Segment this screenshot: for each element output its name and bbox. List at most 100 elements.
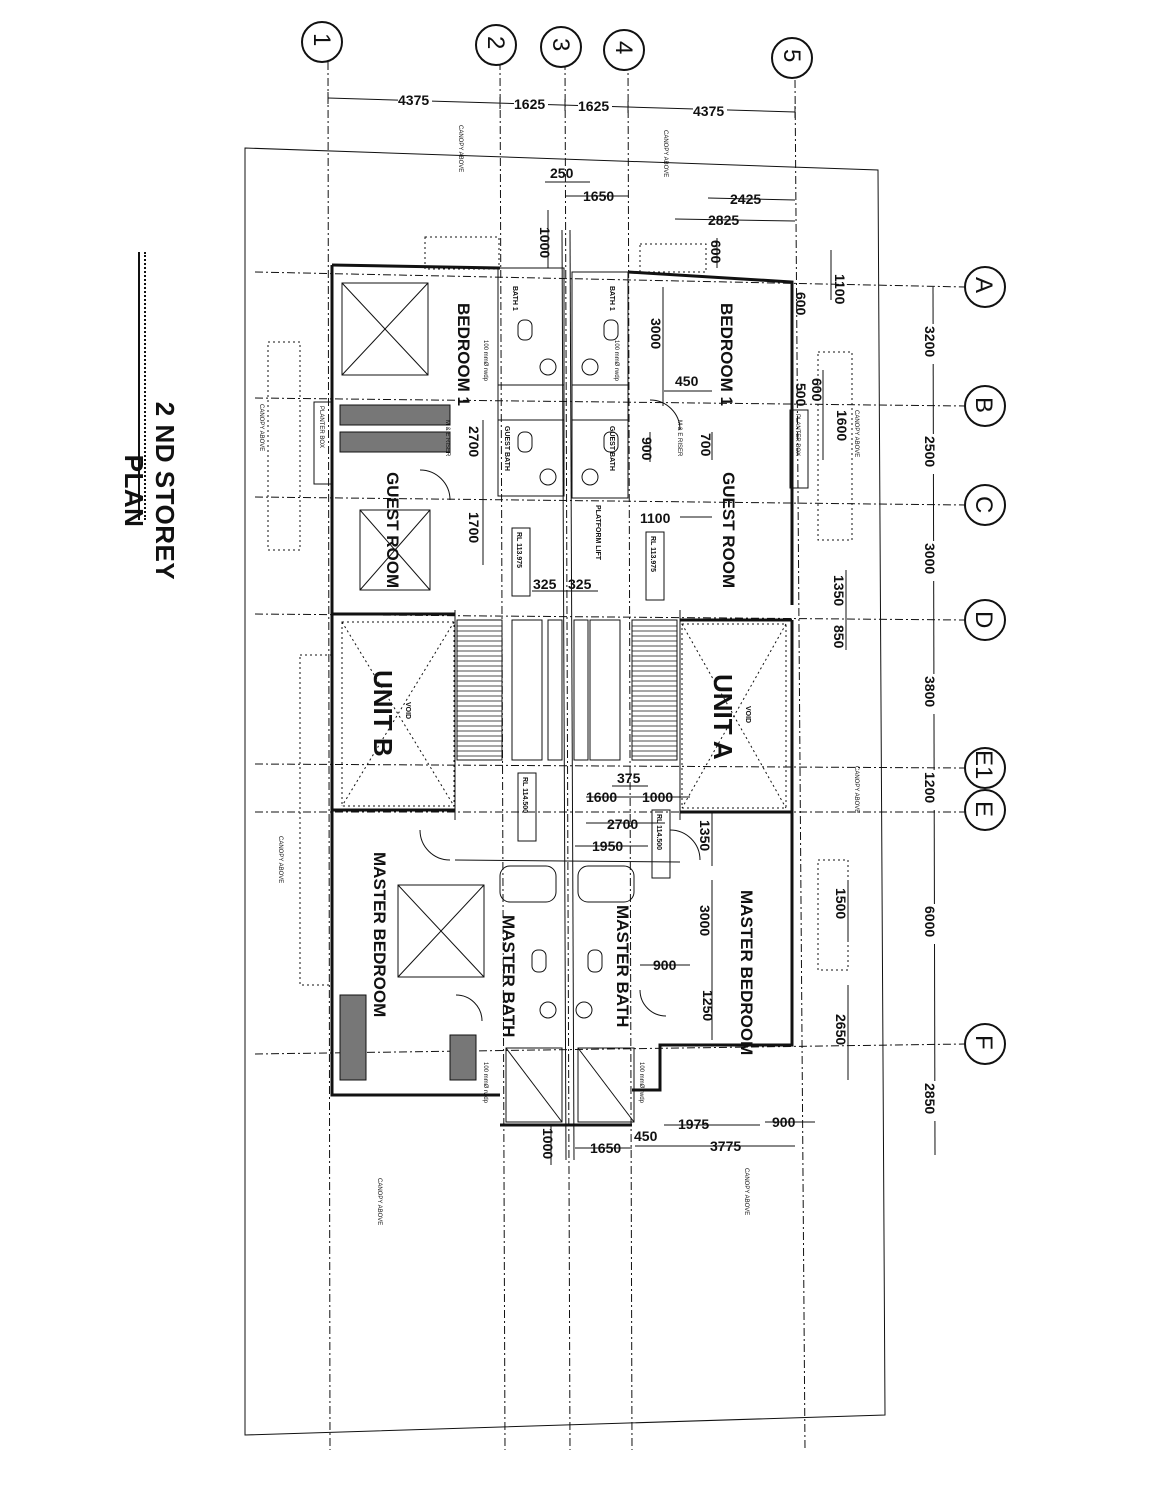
- svg-text:3000: 3000: [697, 905, 713, 936]
- svg-text:3800: 3800: [922, 676, 938, 707]
- label-void-unit-b: VOID: [404, 702, 411, 719]
- svg-text:600: 600: [809, 378, 825, 402]
- wardrobes: [339, 404, 477, 1081]
- right-dimension-chain: 3200 2500 3000 3800 1200 6000 2850: [922, 286, 944, 1156]
- stair-treads: [457, 625, 677, 757]
- svg-text:4375: 4375: [693, 103, 724, 119]
- bed-master-b: [397, 884, 485, 978]
- svg-text:E: E: [970, 801, 997, 817]
- svg-text:1200: 1200: [922, 772, 938, 803]
- row-bubble-c: C: [964, 484, 1006, 526]
- row-bubble-b: B: [964, 385, 1006, 427]
- svg-text:3: 3: [547, 38, 574, 51]
- bed-guest-b: [359, 509, 431, 591]
- column-bubble-5: 5: [771, 37, 813, 79]
- svg-text:1625: 1625: [578, 98, 609, 114]
- svg-text:1975: 1975: [678, 1116, 709, 1132]
- svg-text:375: 375: [617, 770, 641, 786]
- stairs: [456, 619, 678, 761]
- svg-text:F: F: [970, 1035, 997, 1050]
- note-canopy-5: CANOPY ABOVE: [853, 766, 859, 813]
- svg-text:1000: 1000: [642, 789, 673, 805]
- column-bubble-2: 2: [475, 24, 517, 66]
- svg-text:4375: 4375: [398, 92, 429, 108]
- label-platform-lift: PLATFORM LIFT: [594, 505, 601, 561]
- svg-text:325: 325: [533, 576, 557, 592]
- column-bubble-1: 1: [301, 21, 343, 63]
- label-master-bath-unit-a: MASTER BATH: [613, 905, 632, 1027]
- svg-text:5: 5: [778, 49, 805, 62]
- planter-boxes: [313, 401, 809, 489]
- svg-text:1700: 1700: [466, 512, 482, 543]
- svg-text:RL 113.975: RL 113.975: [649, 536, 656, 572]
- svg-text:500: 500: [793, 383, 809, 407]
- svg-text:1000: 1000: [540, 1128, 556, 1159]
- inner-dimensions-horizontal: 250 1650 2425 2825 450 1100 325 325 375 …: [532, 165, 815, 1156]
- note-drain-3: 100 mmØ rwdp: [482, 1062, 488, 1104]
- label-bath-1-unit-b: BATH 1: [511, 286, 518, 311]
- svg-text:2: 2: [482, 36, 509, 49]
- svg-text:3200: 3200: [922, 326, 938, 357]
- svg-text:2500: 2500: [922, 436, 938, 467]
- svg-text:850: 850: [831, 625, 847, 649]
- svg-text:1650: 1650: [583, 188, 614, 204]
- void-b: [341, 621, 455, 807]
- note-canopy-1: CANOPY ABOVE: [457, 125, 463, 172]
- row-bubble-e1: E1: [964, 747, 1006, 789]
- svg-text:A: A: [970, 277, 997, 293]
- svg-text:E1: E1: [970, 750, 997, 779]
- row-bubble-a: A: [964, 266, 1006, 308]
- label-planter-box-unit-b: PLANTER BOX: [318, 406, 324, 448]
- svg-text:1350: 1350: [697, 820, 713, 851]
- label-master-bedroom-unit-a: MASTER BEDROOM: [737, 890, 756, 1055]
- svg-text:3000: 3000: [922, 543, 938, 574]
- svg-text:2850: 2850: [922, 1083, 938, 1114]
- building-walls: [330, 229, 794, 1161]
- label-master-bedroom-unit-b: MASTER BEDROOM: [370, 852, 389, 1017]
- canopy-outlines: [267, 236, 853, 986]
- svg-text:1000: 1000: [537, 227, 553, 258]
- label-planter-box-unit-a: PLANTER BOX: [794, 414, 800, 456]
- column-bubble-4: 4: [603, 29, 645, 71]
- label-guest-room-unit-a: GUEST ROOM: [719, 472, 738, 588]
- svg-text:1500: 1500: [833, 888, 849, 919]
- top-dimension-chain: 4375 1625 1625 4375: [327, 92, 796, 119]
- svg-text:600: 600: [708, 240, 724, 264]
- svg-text:RL 114.500: RL 114.500: [521, 777, 528, 813]
- svg-text:1625: 1625: [514, 96, 545, 112]
- svg-text:2425: 2425: [730, 191, 761, 207]
- svg-text:RL 114.500: RL 114.500: [655, 814, 662, 850]
- note-drain-4: 100 mmØ rwdp: [638, 1062, 644, 1104]
- svg-text:250: 250: [550, 165, 574, 181]
- svg-text:6000: 6000: [922, 906, 938, 937]
- svg-text:2700: 2700: [607, 816, 638, 832]
- note-drain-2: 100 mmØ rwdp: [613, 340, 619, 382]
- label-guest-bath-unit-b: GUEST BATH: [503, 426, 510, 471]
- label-unit-a: UNIT A: [708, 674, 738, 760]
- note-canopy-2: CANOPY ABOVE: [662, 130, 668, 177]
- svg-text:1600: 1600: [586, 789, 617, 805]
- note-canopy-6: CANOPY ABOVE: [277, 836, 283, 883]
- title-underline: [138, 252, 146, 520]
- svg-text:325: 325: [568, 576, 592, 592]
- void-a: [681, 623, 787, 809]
- svg-text:2825: 2825: [708, 212, 739, 228]
- label-me-riser-unit-b: M & E RISER: [444, 420, 450, 457]
- row-bubble-f: F: [964, 1023, 1006, 1065]
- label-unit-b: UNIT B: [368, 670, 398, 757]
- note-canopy-4: CANOPY ABOVE: [853, 410, 859, 457]
- svg-text:900: 900: [772, 1114, 796, 1130]
- note-canopy-7: CANOPY ABOVE: [376, 1178, 382, 1225]
- svg-text:B: B: [970, 397, 997, 413]
- row-bubble-e: E: [964, 789, 1006, 831]
- note-canopy-8: CANOPY ABOVE: [743, 1168, 749, 1215]
- svg-text:1100: 1100: [640, 510, 671, 526]
- svg-text:600: 600: [793, 292, 809, 316]
- column-bubble-3: 3: [540, 26, 582, 68]
- svg-text:2650: 2650: [833, 1014, 849, 1045]
- svg-text:450: 450: [634, 1128, 658, 1144]
- svg-text:4: 4: [610, 41, 637, 54]
- master-bath-fixtures: [499, 865, 635, 1123]
- svg-text:C: C: [970, 496, 997, 513]
